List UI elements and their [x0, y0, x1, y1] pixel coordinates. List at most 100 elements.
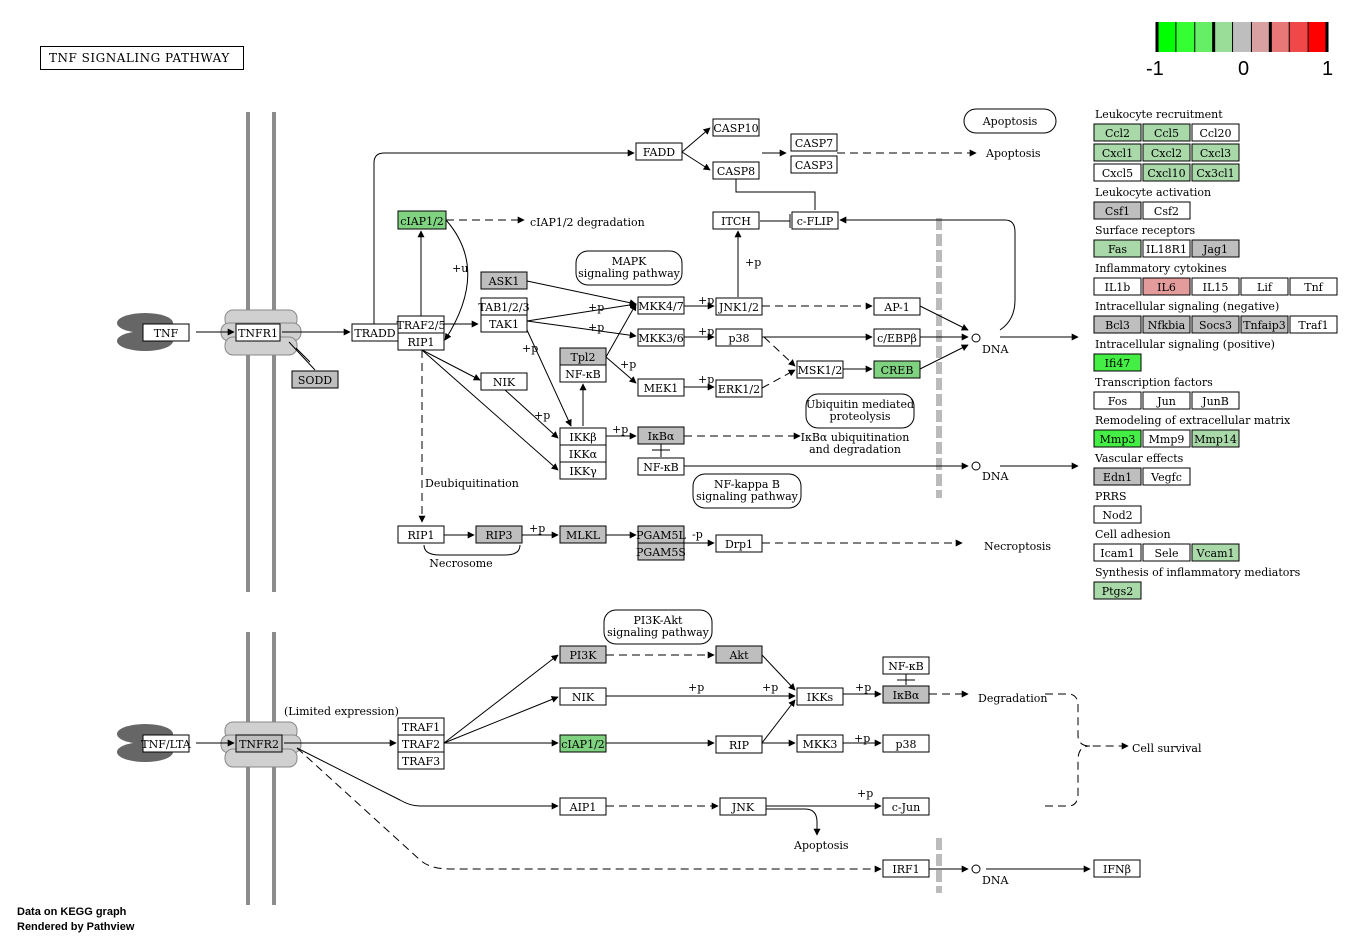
node-mlkl[interactable]: [559, 525, 607, 544]
node-ikks[interactable]: [796, 687, 844, 706]
gene-box[interactable]: [1142, 239, 1191, 258]
gene-box[interactable]: [1191, 429, 1240, 448]
gene-box[interactable]: [1191, 163, 1240, 182]
node-mkk3[interactable]: [796, 734, 844, 753]
node-label-mlkl: MLKL: [566, 529, 601, 542]
node-ikkg[interactable]: [559, 461, 607, 480]
node-erk12[interactable]: [715, 379, 763, 398]
gene-box[interactable]: [1093, 429, 1142, 448]
node-tnf[interactable]: [142, 323, 190, 342]
gene-box[interactable]: [1142, 467, 1191, 486]
gene-box[interactable]: [1093, 467, 1142, 486]
gene-box[interactable]: [1093, 353, 1142, 372]
node-rip1b[interactable]: [397, 525, 445, 544]
node-rip3[interactable]: [475, 525, 523, 544]
gene-box[interactable]: [1191, 391, 1240, 410]
node-casp3[interactable]: [790, 155, 838, 174]
node-nfkb1[interactable]: [559, 364, 607, 383]
gene-box[interactable]: [1142, 543, 1191, 562]
node-mkk36[interactable]: [637, 328, 685, 347]
node-sodd[interactable]: [291, 370, 339, 389]
node-tnflta[interactable]: [142, 734, 190, 753]
node-mkk47[interactable]: [637, 296, 685, 315]
node-ask1[interactable]: [480, 271, 528, 290]
node-msk12[interactable]: [796, 360, 844, 379]
node-akt[interactable]: [715, 645, 763, 664]
gene-label: Cxcl3: [1200, 147, 1231, 160]
node-ikba2[interactable]: [882, 685, 930, 704]
node-aip1[interactable]: [559, 797, 607, 816]
node-nik2[interactable]: [559, 687, 607, 706]
gene-box[interactable]: [1142, 123, 1191, 142]
gene-box[interactable]: [1191, 239, 1240, 258]
gene-box[interactable]: [1142, 277, 1191, 296]
node-nik1[interactable]: [480, 372, 528, 391]
pathway-link-mapk[interactable]: [575, 250, 683, 286]
gene-box[interactable]: [1142, 429, 1191, 448]
node-cjun[interactable]: [882, 797, 930, 816]
node-ap1[interactable]: [873, 297, 921, 316]
node-creb[interactable]: [873, 360, 921, 379]
node-p38b[interactable]: [882, 734, 930, 753]
node-mek1[interactable]: [637, 378, 685, 397]
gene-box[interactable]: [1093, 543, 1142, 562]
node-ifnb[interactable]: [1093, 859, 1141, 878]
node-drp1[interactable]: [715, 534, 763, 553]
node-casp10[interactable]: [712, 118, 760, 137]
pathway-link-pi3kakt[interactable]: [603, 609, 713, 645]
node-casp7[interactable]: [790, 133, 838, 152]
gene-box[interactable]: [1093, 581, 1142, 600]
gene-box[interactable]: [1142, 315, 1191, 334]
gene-box[interactable]: [1142, 391, 1191, 410]
gene-box[interactable]: [1289, 315, 1338, 334]
gene-box[interactable]: [1093, 505, 1142, 524]
node-jnk12[interactable]: [715, 297, 763, 316]
gene-box[interactable]: [1289, 277, 1338, 296]
node-cebpb[interactable]: [873, 328, 921, 347]
pathway-link-nfkbpw[interactable]: [692, 473, 802, 509]
gene-box[interactable]: [1191, 277, 1240, 296]
pathway-link-ubiq[interactable]: [805, 393, 915, 429]
gene-box[interactable]: [1093, 391, 1142, 410]
node-irf1[interactable]: [882, 859, 930, 878]
node-itch[interactable]: [712, 211, 760, 230]
gene-box[interactable]: [1142, 143, 1191, 162]
gene-box[interactable]: [1142, 201, 1191, 220]
pathway-link-apopbox[interactable]: [963, 108, 1057, 134]
node-nfkb2[interactable]: [637, 457, 685, 476]
gene-box[interactable]: [1191, 143, 1240, 162]
label-u: +u: [452, 262, 468, 275]
node-tnfr2[interactable]: [235, 734, 283, 753]
node-pi3k[interactable]: [559, 645, 607, 664]
gene-box[interactable]: [1093, 239, 1142, 258]
node-rip1a[interactable]: [397, 332, 445, 351]
node-fadd[interactable]: [635, 142, 683, 161]
node-pgam5s[interactable]: [637, 542, 685, 561]
gene-box[interactable]: [1191, 543, 1240, 562]
gene-box[interactable]: [1093, 201, 1142, 220]
gene-box[interactable]: [1093, 143, 1142, 162]
node-ciap12[interactable]: [397, 210, 447, 230]
node-jnk[interactable]: [719, 797, 767, 816]
plus-p-label: +p: [529, 522, 545, 535]
node-tak1[interactable]: [480, 314, 528, 333]
node-nfkb3[interactable]: [882, 656, 930, 675]
node-p38a[interactable]: [715, 328, 763, 347]
node-traf3[interactable]: [397, 751, 445, 770]
gene-box[interactable]: [1093, 163, 1142, 182]
gene-box[interactable]: [1240, 277, 1289, 296]
gene-box[interactable]: [1240, 315, 1289, 334]
node-cflip[interactable]: [791, 211, 839, 230]
node-ikba1[interactable]: [637, 426, 685, 445]
gene-label: Mmp9: [1149, 433, 1185, 446]
gene-box[interactable]: [1093, 123, 1142, 142]
node-ciap12b[interactable]: [559, 734, 607, 753]
gene-box[interactable]: [1191, 315, 1240, 334]
node-casp8[interactable]: [712, 161, 760, 180]
node-tnfr1[interactable]: [235, 323, 281, 342]
gene-box[interactable]: [1093, 315, 1142, 334]
gene-box[interactable]: [1191, 123, 1240, 142]
gene-box[interactable]: [1142, 163, 1191, 182]
gene-box[interactable]: [1093, 277, 1142, 296]
node-rip[interactable]: [715, 735, 763, 754]
